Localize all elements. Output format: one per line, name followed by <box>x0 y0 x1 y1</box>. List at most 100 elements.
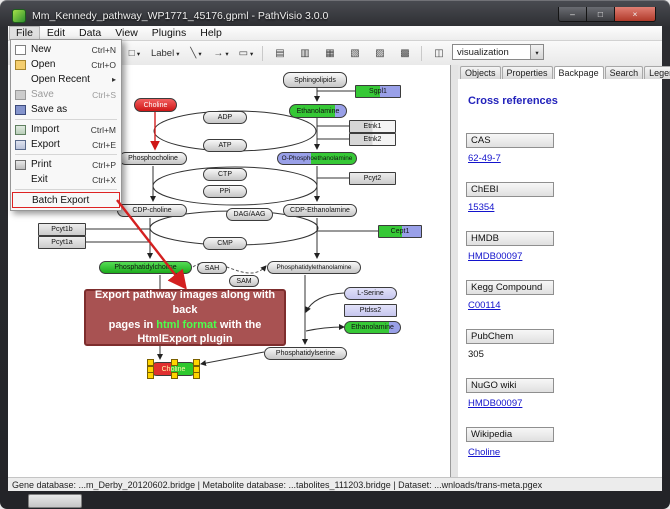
backpage-panel: Cross references CAS 62-49-7 ChEBI 15354… <box>458 79 662 478</box>
chevron-down-icon <box>250 48 253 59</box>
node-phosphocholine[interactable]: Phosphocholine <box>119 152 187 165</box>
node-phosphatidylethanolamine[interactable]: Phosphatidylethanolamine <box>267 261 361 274</box>
node-ethanolamine-bottom[interactable]: Ethanolamine <box>344 321 401 334</box>
node-ethanolamine-top[interactable]: Ethanolamine <box>289 104 347 118</box>
close-button[interactable]: × <box>614 7 656 22</box>
xref-link[interactable]: HMDB00097 <box>468 398 523 409</box>
align-left-button[interactable] <box>268 44 291 63</box>
xref-section-wikipedia: Wikipedia Choline <box>466 427 654 460</box>
node-cmp[interactable]: CMP <box>203 237 247 250</box>
node-sah[interactable]: SAH <box>197 262 227 274</box>
align-right-button[interactable] <box>318 44 341 63</box>
menu-item-shortcut: Ctrl+S <box>92 89 116 100</box>
align-bottom-button[interactable] <box>393 44 416 63</box>
selection-handle[interactable] <box>193 359 200 366</box>
node-etnk1[interactable]: Etnk1 <box>349 120 396 133</box>
menu-item-print[interactable]: Print Ctrl+P <box>12 157 120 172</box>
selection-handle[interactable] <box>147 372 154 379</box>
chevron-down-icon <box>137 48 140 59</box>
tab-search[interactable]: Search <box>604 66 644 79</box>
maximize-button[interactable]: □ <box>587 7 614 22</box>
menu-data[interactable]: Data <box>79 27 102 39</box>
node-cdp-choline[interactable]: CDP-choline <box>117 204 187 217</box>
align-center-button[interactable] <box>293 44 316 63</box>
menu-item-save-as[interactable]: Save as <box>12 102 120 117</box>
title-bar[interactable]: Mm_Kennedy_pathway_WP1771_45176.gpml - P… <box>12 7 552 25</box>
submenu-arrow-icon <box>112 74 116 85</box>
visualization-select[interactable]: visualization <box>452 44 544 60</box>
menu-item-save[interactable]: Save Ctrl+S <box>12 87 120 102</box>
tab-legend[interactable]: Legend <box>644 66 670 79</box>
label-tool-button[interactable]: Label <box>148 44 183 63</box>
xref-source-name: HMDB <box>466 231 554 246</box>
node-choline-top[interactable]: Choline <box>134 98 177 112</box>
menu-item-shortcut: Ctrl+X <box>92 174 116 185</box>
node-choline-selected[interactable]: Choline <box>147 359 200 379</box>
node-l-serine[interactable]: L-Serine <box>344 287 397 300</box>
node-ctp[interactable]: CTP <box>203 168 247 181</box>
xref-link[interactable]: Choline <box>468 447 501 458</box>
node-cdp-ethanolamine[interactable]: CDP-Ethanolamine <box>283 204 357 217</box>
node-phosphatidylserine[interactable]: Phosphatidylserine <box>264 347 347 360</box>
xref-source-name: NuGO wiki <box>466 378 554 393</box>
menu-view[interactable]: View <box>115 27 138 39</box>
panel-splitter[interactable] <box>451 65 458 478</box>
selection-handle[interactable] <box>193 372 200 379</box>
menu-item-shortcut: Ctrl+M <box>90 124 116 135</box>
shape-tool-button[interactable] <box>234 44 257 63</box>
menu-item-export[interactable]: Export Ctrl+E <box>12 137 120 152</box>
xref-link[interactable]: C00114 <box>468 300 501 311</box>
node-pcyt1a[interactable]: Pcyt1a <box>38 236 86 249</box>
node-phosphatidylcholine[interactable]: Phosphatidylcholine <box>99 261 192 274</box>
align-middle-button[interactable] <box>368 44 391 63</box>
xref-source-name: Kegg Compound <box>466 280 554 295</box>
tab-objects[interactable]: Objects <box>460 66 501 79</box>
xref-link[interactable]: 15354 <box>468 202 495 213</box>
node-sgpl1[interactable]: Sgpl1 <box>355 85 401 98</box>
callout-highlight: html format <box>156 318 217 331</box>
tab-properties[interactable]: Properties <box>501 66 553 79</box>
xref-link[interactable]: HMDB00097 <box>468 251 523 262</box>
node-sphingolipids[interactable]: Sphingolipids <box>283 72 347 88</box>
node-etnk2[interactable]: Etnk2 <box>349 133 396 146</box>
menu-item-new[interactable]: New Ctrl+N <box>12 42 120 57</box>
node-atp[interactable]: ATP <box>203 139 247 152</box>
node-dag[interactable]: DAG/AAG <box>226 208 273 221</box>
menu-edit[interactable]: Edit <box>46 27 66 39</box>
node-pcyt2[interactable]: Pcyt2 <box>349 172 396 185</box>
node-pcyt1b[interactable]: Pcyt1b <box>38 223 86 236</box>
align-top-button[interactable] <box>343 44 366 63</box>
selection-handle[interactable] <box>170 359 178 366</box>
menu-item-exit[interactable]: Exit Ctrl+X <box>12 172 120 187</box>
arrow-icon <box>213 48 223 59</box>
node-cept1[interactable]: Cept1 <box>378 225 422 238</box>
selection-handle[interactable] <box>170 372 178 379</box>
tab-backpage[interactable]: Backpage <box>553 66 604 80</box>
line-icon <box>190 48 196 59</box>
node-adp[interactable]: ADP <box>203 111 247 124</box>
menu-item-label: Batch Export <box>32 194 90 206</box>
menu-item-import[interactable]: Import Ctrl+M <box>12 122 120 137</box>
node-sam[interactable]: SAM <box>229 275 259 287</box>
selection-handle[interactable] <box>147 359 154 366</box>
menu-help[interactable]: Help <box>200 27 222 39</box>
xref-link[interactable]: 62-49-7 <box>468 153 501 164</box>
minimize-button[interactable]: – <box>558 7 587 22</box>
group-button[interactable] <box>427 44 450 63</box>
node-o-phosphoethanolamine[interactable]: O-Phosphoethanolamine <box>277 152 357 165</box>
menu-item-open-recent[interactable]: Open Recent <box>12 72 120 87</box>
xref-source-name: ChEBI <box>466 182 554 197</box>
datanode-tool-button[interactable] <box>123 44 146 63</box>
menu-file[interactable]: File <box>9 26 40 40</box>
menu-item-open[interactable]: Open Ctrl+O <box>12 57 120 72</box>
callout-text: pages in <box>108 318 157 331</box>
xref-section-chebi: ChEBI 15354 <box>466 182 654 215</box>
menu-plugins[interactable]: Plugins <box>151 27 187 39</box>
menu-item-batch-export[interactable]: Batch Export <box>12 192 120 208</box>
arrow-tool-button[interactable] <box>209 44 232 63</box>
node-ptdss2[interactable]: Ptdss2 <box>344 304 397 317</box>
node-ppi[interactable]: PPi <box>203 185 247 198</box>
blank-icon <box>15 75 26 85</box>
line-tool-button[interactable] <box>184 44 207 63</box>
